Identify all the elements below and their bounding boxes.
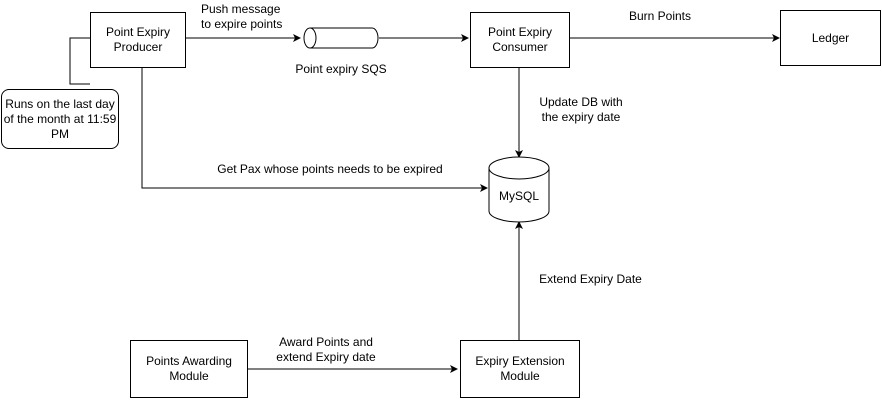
mysql-database-shape — [488, 156, 550, 223]
points-awarding-module-box: Points Awarding Module — [130, 340, 248, 398]
scheduler-note-text: Runs on the last day of the month at 11:… — [3, 96, 117, 141]
push-message-label: Push message to expire points — [201, 2, 283, 31]
point-expiry-consumer-label: Point Expiry Consumer — [487, 25, 553, 54]
producer-to-db-arrow — [141, 68, 488, 192]
points-awarding-module-label: Points Awarding Module — [146, 354, 232, 383]
update-db-label: Update DB with the expiry date — [539, 95, 623, 124]
get-pax-label: Get Pax whose points needs to be expired — [217, 162, 443, 176]
extend-expiry-date-label: Extend Expiry Date — [539, 272, 642, 286]
ledger-box: Ledger — [780, 10, 881, 66]
point-expiry-consumer-box: Point Expiry Consumer — [470, 12, 570, 68]
expiry-extension-module-box: Expiry Extension Module — [460, 340, 580, 398]
sqs-queue-shape — [303, 27, 379, 49]
mysql-label: MySQL — [498, 189, 539, 203]
expiry-extension-module-label: Expiry Extension Module — [475, 354, 565, 383]
award-points-label: Award Points and extend Expiry date — [276, 335, 376, 364]
ledger-label: Ledger — [811, 30, 850, 45]
sqs-queue-caption: Point expiry SQS — [295, 62, 387, 76]
point-expiry-producer-box: Point Expiry Producer — [90, 12, 186, 68]
scheduler-note: Runs on the last day of the month at 11:… — [1, 89, 119, 149]
burn-points-label: Burn Points — [628, 9, 692, 23]
point-expiry-producer-label: Point Expiry Producer — [105, 25, 171, 54]
